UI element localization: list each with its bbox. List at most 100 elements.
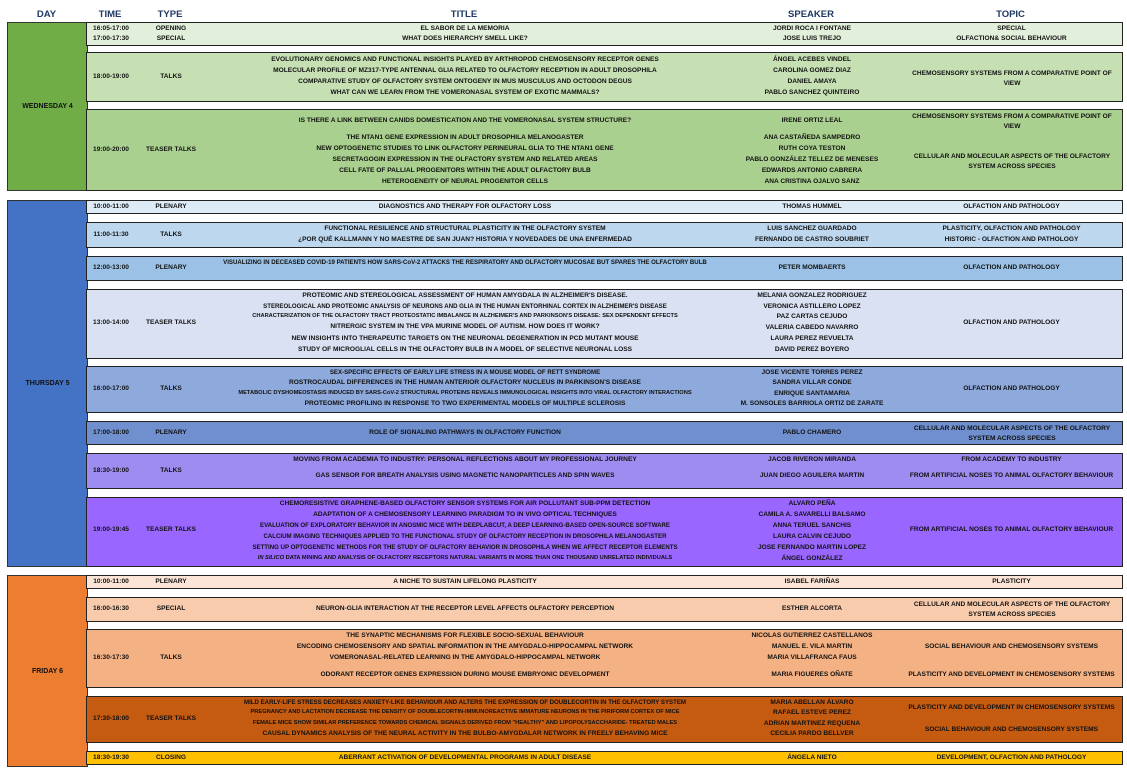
type: TALKS [160,231,182,238]
speaker: CAROLINA GOMEZ DIAZ [773,67,851,74]
time: 17:00-17:30 [93,35,129,42]
time: 16:30-17:30 [93,654,129,661]
speaker: IRENE ORTIZ LEAL [781,117,843,124]
title: HETEROGENEITY OF NEURAL PROGENITOR CELLS [382,178,548,185]
topic: CHEMOSENSORY SYSTEMS FROM A COMPARATIVE … [912,113,1112,130]
title: STEREOLOGICAL AND PROTEOMIC ANALYSIS OF … [263,303,667,310]
speaker: JACOB RIVERON MIRANDA [768,456,856,463]
topic: FROM ARTIFICIAL NOSES TO ANIMAL OLFACTOR… [909,526,1114,533]
speaker: ANA CRISTINA OJALVO SANZ [764,178,860,185]
thu-block-talks-3: 18:30-19:00 TALKS MOVING FROM ACADEMIA T… [86,453,1123,489]
type: TALKS [160,385,182,392]
time: 16:00-16:30 [93,605,129,612]
speaker: VERONICA ASTILLERO LOPEZ [763,303,861,310]
speaker: ANNA TERUEL SANCHIS [772,522,852,529]
title: NEW INSIGHTS INTO THERAPEUTIC TARGETS ON… [291,335,639,342]
speaker: SANDRA VILLAR CONDE [772,379,852,386]
type: CLOSING [155,754,187,761]
speaker: PABLO SANCHEZ QUINTEIRO [764,89,860,96]
time: 18:30-19:00 [93,467,129,474]
title: METABOLIC DYSHOMEOSTASIS INDUCED BY SARS… [238,390,692,396]
thu-block-plenary-3: 17:00-18:00 PLENARY ROLE OF SIGNALING PA… [86,421,1123,445]
topic: CELLULAR AND MOLECULAR ASPECTS OF THE OL… [913,153,1111,170]
day-wednesday: WEDNESDAY 4 [7,22,88,191]
topic: OLFACTION& SOCIAL BEHAVIOUR [956,35,1067,42]
thu-block-plenary-1: 10:00-11:00 PLENARY DIAGNOSTICS AND THER… [86,200,1123,214]
fri-block-plenary: 10:00-11:00 PLENARY A NICHE TO SUSTAIN L… [86,575,1123,589]
speaker: ADRIAN MARTINEZ REQUENA [763,720,861,727]
title: COMPARATIVE STUDY OF OLFACTORY SYSTEM ON… [298,78,632,85]
header-type: TYPE [157,9,183,20]
wed-block-teaser: 19:00-20:00 TEASER TALKS IS THERE A LINK… [86,109,1123,191]
title: CALCIUM IMAGING TECHNIQUES APPLIED TO TH… [263,533,667,540]
speaker: LUIS SANCHEZ GUARDADO [767,225,857,232]
time: 13:00-14:00 [93,319,129,326]
speaker: JOSE VICENTE TORRES PEREZ [761,369,863,376]
speaker: RAFAEL ESTEVE PEREZ [773,709,851,716]
speaker: ÁNGELA NIETO [787,754,837,761]
speaker: PETER MOMBAERTS [778,264,846,271]
wed-block-talks: 18:00-19:00 TALKS EVOLUTIONARY GENOMICS … [86,52,1123,102]
title: MOVING FROM ACADEMIA TO INDUSTRY: PERSON… [293,456,637,463]
type: TEASER TALKS [145,319,197,326]
title: A NICHE TO SUSTAIN LIFELONG PLASTICITY [393,578,537,585]
title-italic: IN SILICO [257,555,284,561]
topic: PLASTICITY AND DEVELOPMENT IN CHEMOSENSO… [908,704,1115,711]
type: SPECIAL [156,35,186,42]
wed-block-opening: 16:05-17:00 OPENING EL SABOR DE LA MEMOR… [86,22,1123,46]
speaker: JORDI ROCA I FONTANE [772,25,852,32]
topic: CHEMOSENSORY SYSTEMS FROM A COMPARATIVE … [912,70,1112,87]
speaker: FERNANDO DE CASTRO SOUBRIET [755,236,869,243]
title: ROLE OF SIGNALING PATHWAYS IN OLFACTORY … [369,429,561,436]
speaker: ÁNGEL ACEBES VINDEL [772,56,852,63]
thu-block-teaser-2: 19:00-19:45 TEASER TALKS CHEMORESISTIVE … [86,497,1123,567]
title: IS THERE A LINK BETWEEN CANIDS DOMESTICA… [298,117,632,124]
topic: OLFACTION AND PATHOLOGY [963,385,1060,392]
speaker: EDWARDS ANTONIO CABRERA [761,167,863,174]
title: NEW OPTOGENETIC STUDIES TO LINK OLFACTOR… [316,145,614,152]
title: VOMERONASAL-RELATED LEARNING IN THE AMYG… [329,654,601,661]
topic: SOCIAL BEHAVIOUR AND CHEMOSENSORY SYSTEM… [924,643,1099,650]
type: OPENING [155,25,187,32]
speaker: MARIA ABELLAN ÁLVARO [770,699,854,706]
type: PLENARY [155,429,187,436]
topic: PLASTICITY [992,578,1031,585]
speaker: MARIA FIGUERES OÑATE [771,671,853,678]
title: SETTING UP OPTOGENETIC METHODS FOR THE S… [252,544,678,551]
speaker: MANUEL E. VILA MARTIN [771,643,853,650]
header-topic: TOPIC [996,9,1025,20]
time: 17:30-18:00 [93,715,129,722]
title: VISUALIZING IN DECEASED COVID-19 PATIENT… [223,259,707,266]
time: 10:00-11:00 [93,578,129,585]
speaker: MELANIA GONZALEZ RODRIGUEZ [757,292,867,299]
title: FUNCTIONAL RESILIENCE AND STRUCTURAL PLA… [324,225,606,232]
day-friday: FRIDAY 6 [7,575,88,767]
topic: CELLULAR AND MOLECULAR ASPECTS OF THE OL… [913,425,1111,442]
type: TEASER TALKS [145,715,197,722]
title: WHAT CAN WE LEARN FROM THE VOMERONASAL S… [330,89,600,96]
speaker: PAZ CARTAS CEJUDO [776,313,848,320]
speaker: MARIA VILLAFRANCA FAUS [767,654,857,661]
title: EL SABOR DE LA MEMORIA [420,25,510,32]
title: PREGNANCY AND LACTATION DECREASE THE DEN… [250,709,680,715]
type: SPECIAL [156,605,186,612]
title: GAS SENSOR FOR BREATH ANALYSIS USING MAG… [315,472,615,479]
title: EVOLUTIONARY GENOMICS AND FUNCTIONAL INS… [271,56,659,63]
speaker: LAURA PEREZ REVUELTA [770,335,854,342]
speaker: ALVARO PEÑA [788,500,836,507]
title: CAUSAL DYNAMICS ANALYSIS OF THE NEURAL A… [262,730,668,737]
speaker: THOMAS HUMMEL [782,203,842,210]
speaker: ENRIQUE SANTAMARIA [774,390,850,397]
title: CELL FATE OF PALLIAL PROGENITORS WITHIN … [339,167,591,174]
time: 12:00-13:00 [93,264,129,271]
day-thursday: THURSDAY 5 [7,200,88,567]
speaker: DAVID PEREZ BOYERO [774,346,850,353]
title: CHARACTERIZATION OF THE OLFACTORY TRACT … [252,313,678,319]
title: ABERRANT ACTIVATION OF DEVELOPMENTAL PRO… [338,754,592,761]
topic: SOCIAL BEHAVIOUR AND CHEMOSENSORY SYSTEM… [924,726,1099,733]
title: STUDY OF MICROGLIAL CELLS IN THE OLFACTO… [297,346,633,353]
speaker: JOSE FERNANDO MARTIN LOPEZ [757,544,867,551]
speaker: ANA CASTAÑEDA SAMPEDRO [763,134,861,141]
time: 19:00-20:00 [93,146,129,153]
title: ADAPTATION OF A CHEMOSENSORY LEARNING PA… [313,511,617,518]
